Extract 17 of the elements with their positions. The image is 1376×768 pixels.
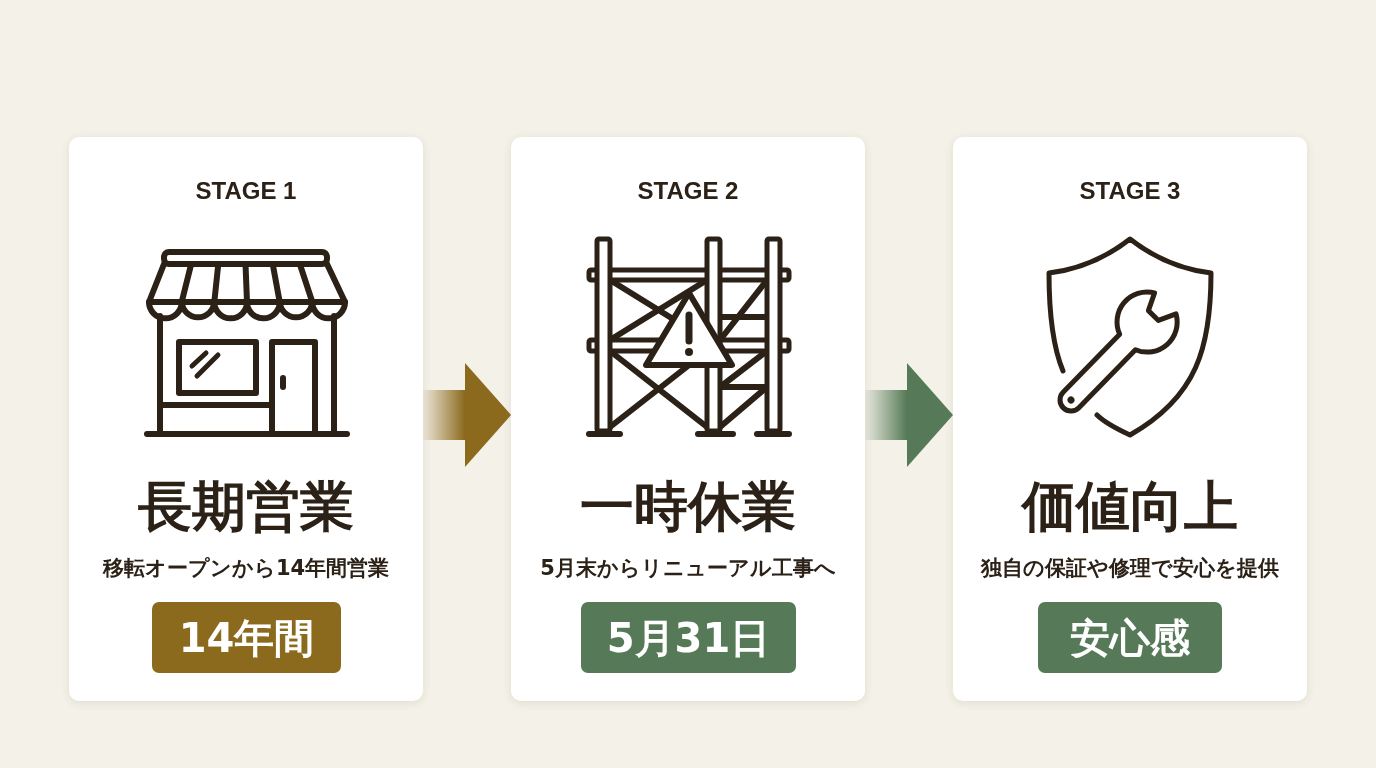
value-badge: 安心感: [1038, 602, 1222, 673]
arrow: [423, 363, 511, 467]
stage-title: 一時休業: [580, 479, 796, 533]
stage-label: STAGE 3: [1079, 179, 1181, 203]
stage-title: 価値向上: [1022, 479, 1238, 533]
stage-description: 移転オープンから14年間営業: [102, 558, 390, 579]
stage-label: STAGE 2: [637, 179, 739, 203]
stage-card: [953, 137, 1307, 701]
stage-description: 5月末からリニューアル工事へ: [540, 558, 836, 579]
stage-description: 独自の保証や修理で安心を提供: [981, 558, 1279, 579]
stage-card: [511, 137, 865, 701]
value-badge: 14年間: [152, 602, 341, 673]
arrow: [865, 363, 953, 467]
stage-label: STAGE 1: [195, 179, 297, 203]
stage-card: [69, 137, 423, 701]
value-badge: 5月31日: [581, 602, 796, 673]
stage-title: 長期営業: [138, 479, 354, 533]
